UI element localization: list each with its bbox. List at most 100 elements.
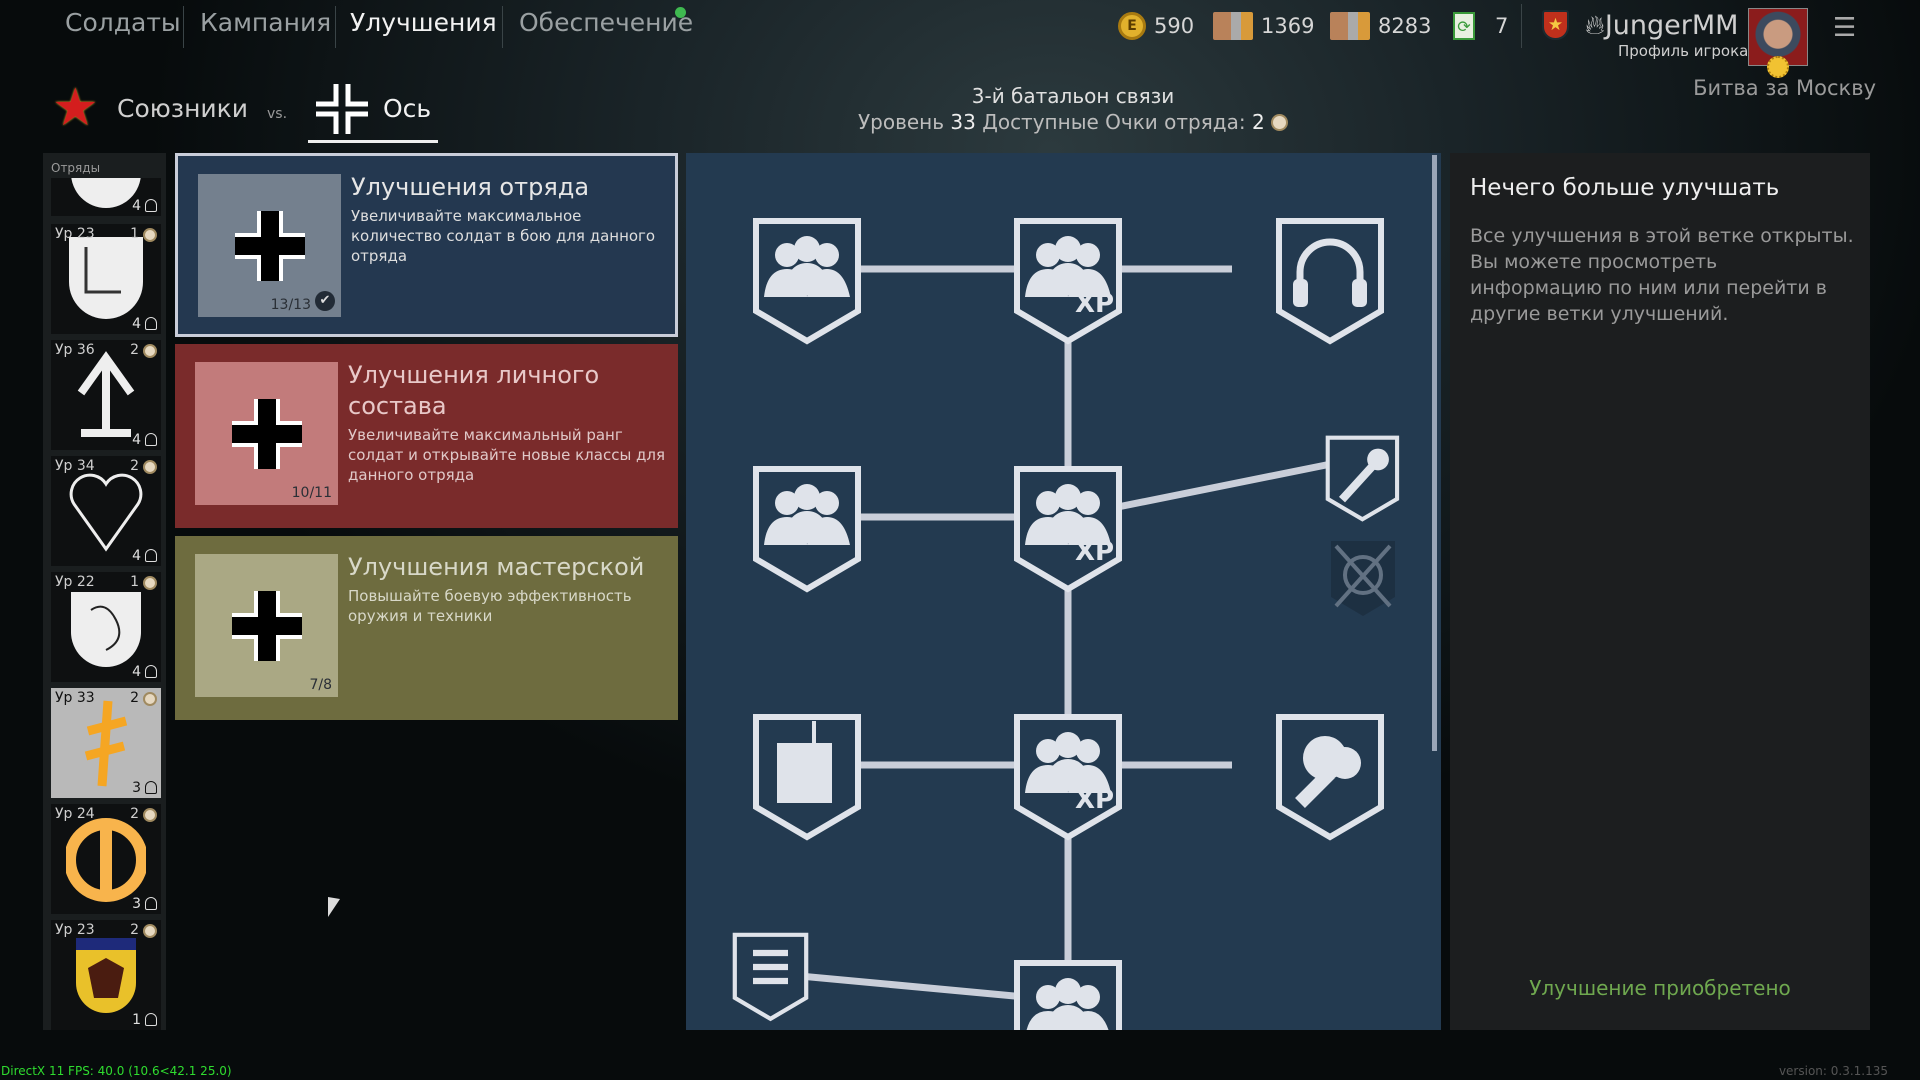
tree-node-locked-icon <box>1331 541 1395 616</box>
check-icon: ✔ <box>315 291 335 311</box>
divider <box>502 6 503 48</box>
currency-gold[interactable]: E 590 <box>1118 12 1194 40</box>
soldier-icon <box>145 897 157 910</box>
squad-item[interactable]: 4 <box>51 178 161 216</box>
notification-dot <box>675 7 686 18</box>
squad-emblem-icon <box>77 351 135 437</box>
soldier-icon <box>145 199 157 212</box>
squad-point-icon <box>143 808 157 822</box>
tab-upgrades[interactable]: Улучшения <box>350 8 497 37</box>
tree-node-wrench-icon <box>1328 438 1397 520</box>
weapon-orders-value: 1369 <box>1261 14 1315 38</box>
squad-point-icon <box>143 576 157 590</box>
tab-campaign[interactable]: Кампания <box>200 8 332 37</box>
vs-label: vs. <box>267 106 288 122</box>
card-icon-box: 13/13 ✔ <box>198 174 341 317</box>
iron-cross-icon <box>235 211 305 281</box>
card-workshop-upgrades[interactable]: 7/8 Улучшения мастерской Повышайте боеву… <box>175 536 678 720</box>
tree-scrollbar[interactable] <box>1432 155 1437 751</box>
card-desc: Увеличивайте максимальное количество сол… <box>351 207 656 265</box>
squad-title: 3-й батальон связи <box>971 84 1175 108</box>
squad-emblem-icon <box>71 592 141 667</box>
axis-cross-icon[interactable] <box>316 84 368 134</box>
soldier-icon <box>145 1013 157 1026</box>
version-label: version: 0.3.1.135 <box>1778 1064 1888 1078</box>
faction-axis[interactable]: Ось <box>383 94 432 123</box>
divider <box>1521 4 1522 48</box>
faction-axis-underline <box>308 140 438 143</box>
squad-point-icon <box>143 228 157 242</box>
menu-icon[interactable]: ☰ <box>1833 13 1857 43</box>
soldier-orders-value: 8283 <box>1378 14 1432 38</box>
soldier-icon <box>145 665 157 678</box>
green-reset-icon: ⟳ <box>1453 12 1475 40</box>
squad-point-icon <box>143 924 157 938</box>
faction-allies[interactable]: Союзники <box>117 94 249 123</box>
mouse-cursor-icon <box>328 896 340 920</box>
squad-emblem-icon <box>69 237 143 319</box>
player-profile-link[interactable]: Профиль игрока <box>1618 42 1749 60</box>
divider <box>335 6 336 48</box>
squad-point-icon <box>143 460 157 474</box>
iron-cross-icon <box>232 591 302 661</box>
tree-node-radio-equipment <box>756 717 858 837</box>
card-title: Улучшения отряда <box>351 173 590 201</box>
svg-text:XP: XP <box>1075 537 1114 567</box>
currency-soldier-orders[interactable]: 8283 <box>1330 12 1431 40</box>
player-name[interactable]: 🔥︎JungerMM <box>1585 10 1739 41</box>
details-text: Все улучшения в этой ветке открыты. Вы м… <box>1470 225 1854 325</box>
tree-node-list-icon <box>735 935 806 1019</box>
sidebar-label: Отряды <box>51 161 101 175</box>
tab-supply[interactable]: Обеспечение <box>519 8 694 37</box>
card-personnel-upgrades[interactable]: 10/11 Улучшения личного состава Увеличив… <box>175 344 678 528</box>
tree-node-squad-size <box>756 221 858 341</box>
allies-star-icon[interactable]: ★ <box>52 78 99 138</box>
currency-reset[interactable]: ⟳ 7 <box>1453 12 1508 40</box>
card-progress: 10/11 <box>291 485 332 501</box>
tree-node-squad-size <box>1017 963 1119 1030</box>
divider <box>183 6 184 48</box>
tree-node-xp: XP <box>1017 221 1119 341</box>
tree-node-squad-size <box>756 469 858 589</box>
flame-icon: 🔥︎ <box>1585 10 1605 41</box>
card-progress: 7/8 <box>309 677 332 693</box>
squad-level-line: Уровень 33 Доступные Очки отряда: 2 <box>800 110 1346 134</box>
battle-name: Битва за Москву <box>1693 76 1876 100</box>
card-desc: Увеличивайте максимальный ранг солдат и … <box>348 426 666 484</box>
upgrade-tree-panel[interactable]: XP XP XP <box>686 153 1441 1030</box>
svg-text:XP: XP <box>1075 289 1114 319</box>
weapon-orders-icon <box>1213 12 1253 40</box>
avatar-rank-medal-icon <box>1767 56 1789 78</box>
soldier-orders-icon <box>1330 12 1370 40</box>
tree-node-radio-operator <box>1279 221 1381 341</box>
card-title: Улучшения личного состава <box>348 361 600 420</box>
soldier-icon <box>145 549 157 562</box>
details-panel: Нечего больше улучшать Все улучшения в э… <box>1450 153 1870 1030</box>
squad-point-icon <box>1271 114 1289 131</box>
rank-badge-icon[interactable]: ★ <box>1542 10 1569 40</box>
squad-emblem-icon <box>69 473 143 552</box>
card-progress: 13/13 <box>270 297 311 313</box>
currency-weapon-orders[interactable]: 1369 <box>1213 12 1314 40</box>
upgrade-status: Улучшение приобретено <box>1529 976 1791 1000</box>
squad-point-icon <box>143 344 157 358</box>
card-icon-box: 7/8 <box>195 554 338 697</box>
card-squad-upgrades[interactable]: 13/13 ✔ Улучшения отряда Увеличивайте ма… <box>175 153 678 337</box>
details-title: Нечего больше улучшать <box>1470 175 1780 201</box>
iron-cross-icon <box>232 399 302 469</box>
tab-soldiers[interactable]: Солдаты <box>65 8 181 37</box>
squad-point-icon <box>143 692 157 706</box>
squad-emblem-icon <box>71 178 141 208</box>
soldier-icon <box>145 433 157 446</box>
card-desc: Повышайте боевую эффективность оружия и … <box>348 587 632 625</box>
tree-node-xp: XP <box>1017 469 1119 589</box>
soldier-icon <box>145 781 157 794</box>
